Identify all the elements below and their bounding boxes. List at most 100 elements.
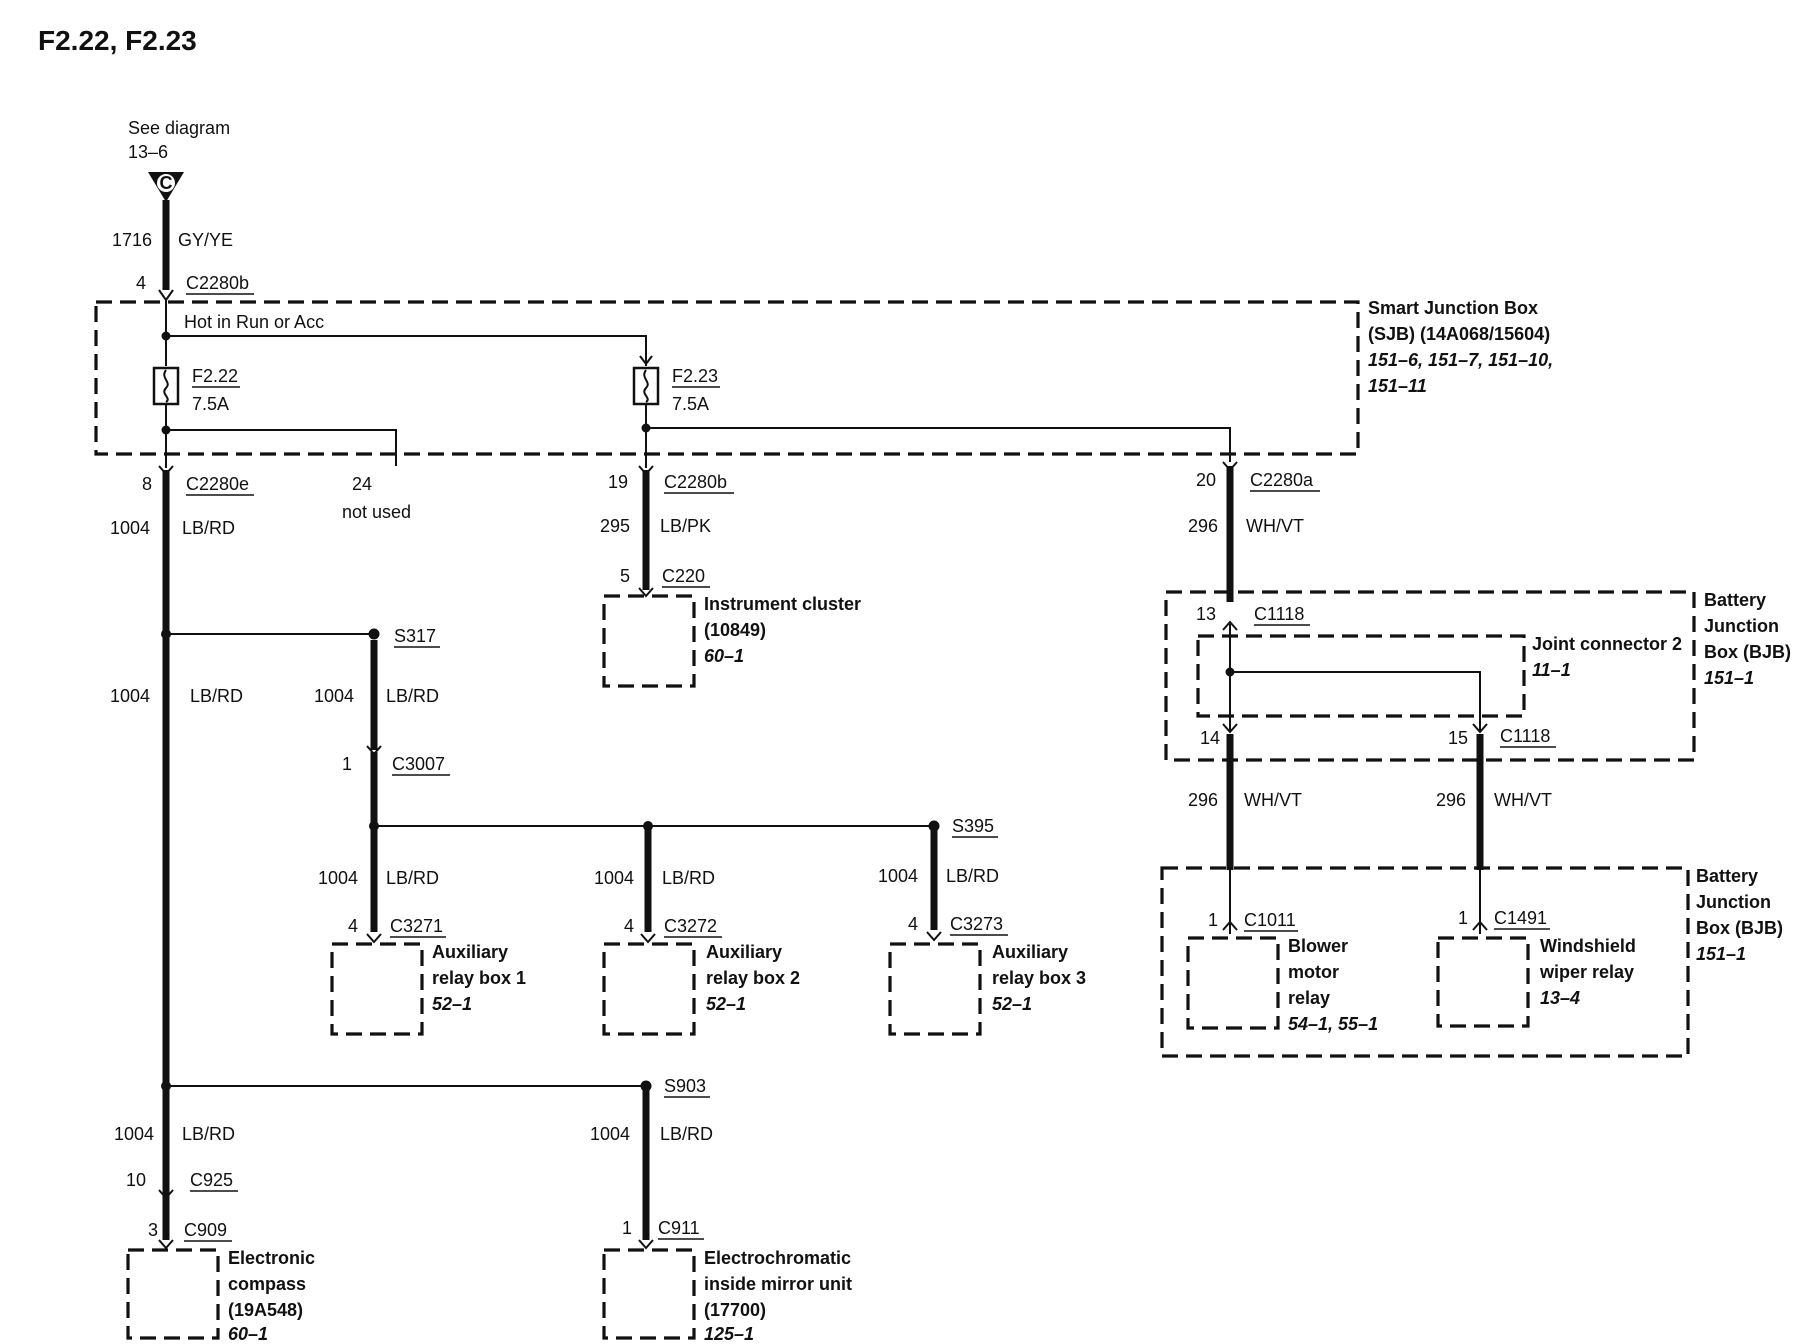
wiper-relay-outline: [1436, 936, 1530, 1028]
relay-box-2-color: LB/RD: [662, 868, 715, 888]
relay-box-1-color: LB/RD: [386, 868, 439, 888]
bjb-lower-name-1: Battery: [1696, 866, 1758, 886]
left-mid-color: LB/RD: [190, 686, 243, 706]
blower-connector: C1011: [1244, 910, 1296, 930]
instrument-cluster-outline: [602, 594, 696, 688]
wiper-feed-color: WH/VT: [1494, 790, 1552, 810]
left-main-color: LB/RD: [182, 518, 235, 538]
bjb-lower-name-3: Box (BJB): [1696, 918, 1783, 938]
mirror-outline: [602, 1248, 696, 1340]
relay-box-3-ref: 52–1: [992, 994, 1032, 1014]
relay-box-3-pin: 4: [908, 914, 918, 934]
f223-out-connector: C2280b: [664, 472, 727, 492]
sjb-refs-line1: 151–6, 151–7, 151–10,: [1368, 350, 1553, 370]
compass-connector-1: C925: [190, 1170, 233, 1190]
see-diagram-label: See diagram: [128, 118, 230, 138]
left-main-circuit: 1004: [110, 518, 150, 538]
splice-s317-dot: [368, 628, 380, 640]
s903-label: S903: [664, 1076, 706, 1096]
c2280a-color: WH/VT: [1246, 516, 1304, 536]
bjb-out-connector: C1118: [1500, 726, 1550, 746]
blower-name-3: relay: [1288, 988, 1330, 1008]
instrument-cluster-pin: 5: [620, 566, 630, 586]
bjb-in-connector: C1118: [1254, 604, 1304, 624]
blower-feed-circuit: 296: [1188, 790, 1218, 810]
relay-box-3-name-1: Auxiliary: [992, 942, 1068, 962]
bjb-out-pin-right: 15: [1448, 728, 1468, 748]
c3007-connector: C3007: [392, 754, 445, 774]
c3007-pin: 1: [342, 754, 352, 774]
sjb-hot-label: Hot in Run or Acc: [184, 312, 324, 332]
relay-box-3-outline: [888, 942, 982, 1036]
wiper-pin: 1: [1458, 908, 1468, 928]
entry-connector-letter: C: [160, 173, 173, 193]
wiper-name-1: Windshield: [1540, 936, 1636, 956]
compass-pin-2: 3: [148, 1220, 158, 1240]
f223-color: LB/PK: [660, 516, 711, 536]
wiper-connector: C1491: [1494, 908, 1547, 928]
wiper-feed-circuit: 296: [1436, 790, 1466, 810]
compass-color: LB/RD: [182, 1124, 235, 1144]
bjb-upper-name-3: Box (BJB): [1704, 642, 1791, 662]
relay-box-1-ref: 52–1: [432, 994, 472, 1014]
wiper-ref: 13–4: [1540, 988, 1580, 1008]
relay-box-2-circuit: 1004: [594, 868, 634, 888]
blower-relay-outline: [1186, 936, 1280, 1030]
blower-ref: 54–1, 55–1: [1288, 1014, 1378, 1034]
mirror-name-3: (17700): [704, 1300, 766, 1320]
entry-connector: C2280b: [186, 273, 249, 293]
bjb-lower-name-2: Junction: [1696, 892, 1771, 912]
mirror-name-1: Electrochromatic: [704, 1248, 851, 1268]
relay-box-1-name-2: relay box 1: [432, 968, 526, 988]
relay-box-3-name-2: relay box 3: [992, 968, 1086, 988]
bjb-upper-ref: 151–1: [1704, 668, 1754, 688]
left-mid-circuit: 1004: [110, 686, 150, 706]
relay-box-3-connector: C3273: [950, 914, 1003, 934]
entry-pin: 4: [136, 273, 146, 293]
relay-box-3-circuit: 1004: [878, 866, 918, 886]
mirror-pin: 1: [622, 1218, 632, 1238]
sjb-refs-line2: 151–11: [1368, 376, 1427, 396]
s317-label: S317: [394, 626, 436, 646]
f222-out-connector: C2280e: [186, 474, 249, 494]
bjb-upper-outline: [1164, 590, 1696, 762]
relay-box-1-circuit: 1004: [318, 868, 358, 888]
f223-out-pin: 19: [608, 472, 628, 492]
page-title: F2.22, F2.23: [38, 25, 197, 56]
f222-out-pin: 8: [142, 474, 152, 494]
s317-color: LB/RD: [386, 686, 439, 706]
fuse-f2-23-rating: 7.5A: [672, 394, 709, 414]
see-diagram-ref: 13–6: [128, 142, 168, 162]
relay-box-2-name-2: relay box 2: [706, 968, 800, 988]
compass-pin-1: 10: [126, 1170, 146, 1190]
bjb-upper-name-2: Junction: [1704, 616, 1779, 636]
bjb-upper-name-1: Battery: [1704, 590, 1766, 610]
entry-color: GY/YE: [178, 230, 233, 250]
entry-connector-chevron: [158, 289, 174, 302]
relay-box-2-ref: 52–1: [706, 994, 746, 1014]
blower-name-1: Blower: [1288, 936, 1348, 956]
instrument-cluster-ref: 60–1: [704, 646, 744, 666]
relay-box-2-name-1: Auxiliary: [706, 942, 782, 962]
joint-connector-name: Joint connector 2: [1532, 634, 1682, 654]
sjb-name-line1: Smart Junction Box: [1368, 298, 1538, 318]
mirror-name-2: inside mirror unit: [704, 1274, 852, 1294]
fuse-f2-22-id: F2.22: [192, 366, 238, 386]
bjb-in-pin: 13: [1196, 604, 1216, 624]
bjb-lower-outline: [1160, 866, 1690, 1058]
s395-label: S395: [952, 816, 994, 836]
smart-junction-box-outline: [94, 300, 1360, 456]
relay-box-1-name-1: Auxiliary: [432, 942, 508, 962]
fuse-f2-23-symbol: [632, 366, 660, 406]
compass-name-1: Electronic: [228, 1248, 315, 1268]
c2280a-connector: C2280a: [1250, 470, 1314, 490]
relay-box-1-connector: C3271: [390, 916, 443, 936]
unused-pin: 24: [352, 474, 372, 494]
entry-connector-triangle: C: [148, 172, 184, 202]
relay-box-1-outline: [330, 942, 424, 1036]
relay-box-3-color: LB/RD: [946, 866, 999, 886]
relay-box-1-pin: 4: [348, 916, 358, 936]
fuse-f2-22-rating: 7.5A: [192, 394, 229, 414]
fuse-f2-23-id: F2.23: [672, 366, 718, 386]
joint-connector-outline: [1196, 634, 1526, 718]
